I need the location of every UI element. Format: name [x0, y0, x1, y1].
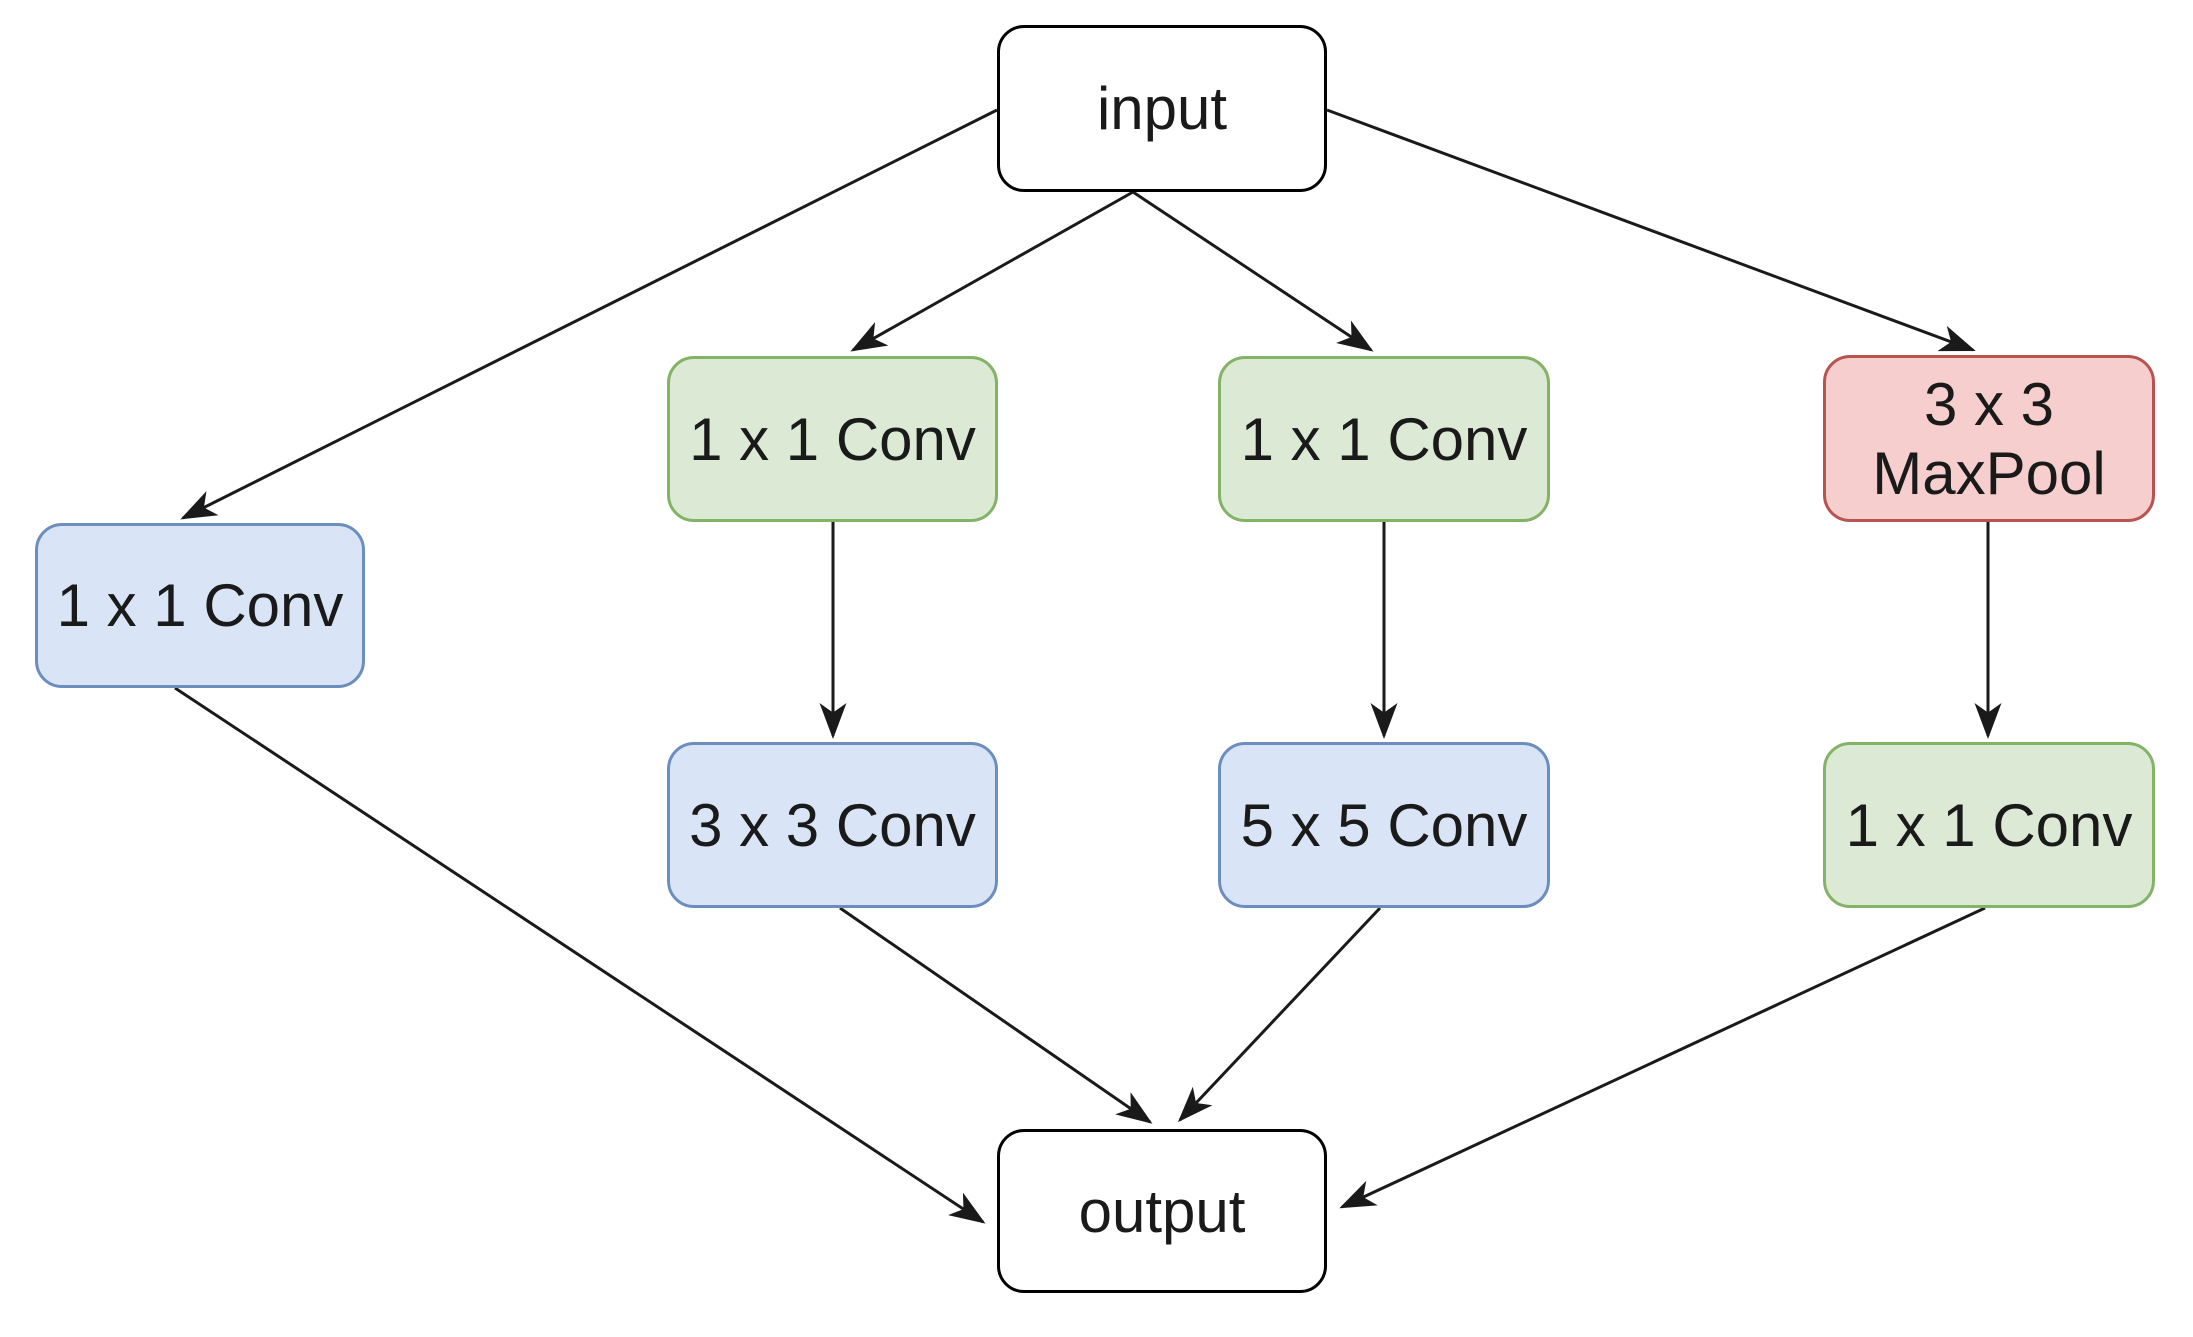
node-input: input	[997, 25, 1327, 192]
node-output-label: output	[1078, 1177, 1246, 1245]
edge-branch2-conv-to-output	[839, 906, 1153, 1124]
node-branch3-reduce-label: 1 x 1 Conv	[1240, 405, 1528, 473]
node-branch4-pool-label-line1: 3 x 3	[1923, 370, 2055, 438]
edge-input-to-branch1-conv	[180, 108, 998, 520]
edge-input-to-branch3-reduce	[1132, 190, 1374, 352]
edge-branch4-conv-to-output	[1339, 906, 1986, 1209]
node-branch3-conv-5x5: 5 x 5 Conv	[1218, 742, 1550, 908]
node-branch4-pool-label-line2: MaxPool	[1872, 439, 2106, 507]
node-branch4-conv-1x1: 1 x 1 Conv	[1823, 742, 2155, 908]
node-branch1-conv-1x1: 1 x 1 Conv	[35, 523, 365, 688]
node-branch1-conv-label: 1 x 1 Conv	[56, 572, 344, 639]
edge-input-to-branch2-reduce	[850, 190, 1134, 352]
edge-input-to-branch4-pool	[1326, 108, 1976, 352]
node-branch2-reduce-label: 1 x 1 Conv	[689, 405, 976, 473]
node-input-label: input	[1096, 75, 1228, 142]
node-branch2-conv-1x1-reduce: 1 x 1 Conv	[667, 356, 998, 522]
node-branch2-conv-label: 3 x 3 Conv	[689, 791, 976, 859]
node-branch3-conv-label: 5 x 5 Conv	[1240, 791, 1528, 859]
edge-branch3-conv-to-output	[1177, 906, 1382, 1123]
node-branch4-maxpool-3x3: 3 x 3 MaxPool	[1823, 355, 2155, 522]
edge-branch1-conv-to-output	[174, 686, 986, 1224]
node-output: output	[997, 1129, 1327, 1293]
node-branch3-conv-1x1-reduce: 1 x 1 Conv	[1218, 356, 1550, 522]
node-branch4-conv-label: 1 x 1 Conv	[1845, 791, 2133, 859]
node-branch2-conv-3x3: 3 x 3 Conv	[667, 742, 998, 908]
